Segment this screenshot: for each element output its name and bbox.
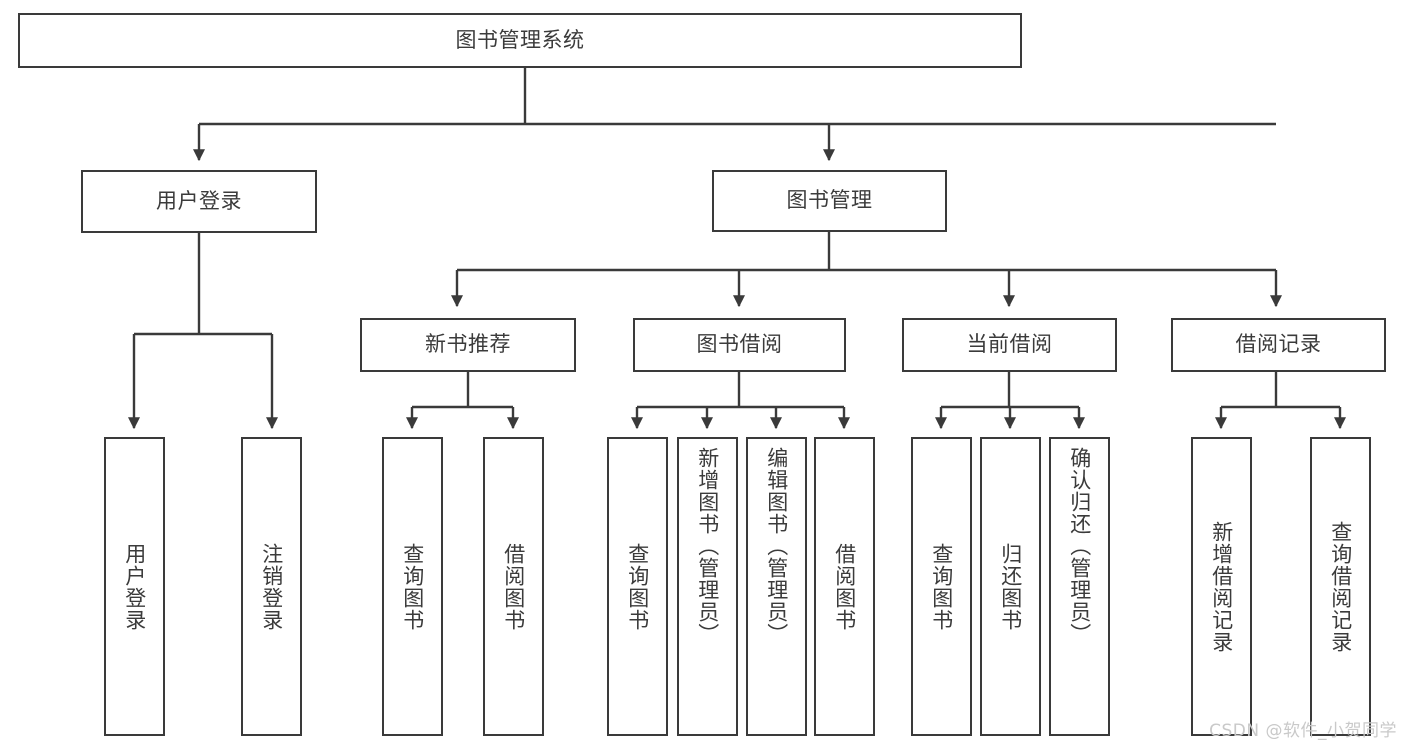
node-new-book-recommend-label: 新书推荐 [425,332,511,357]
node-book-borrow[interactable]: 图书借阅 [633,318,846,372]
leaf-query-book-1-label: 查询图书 [400,542,425,631]
leaf-query-book-1[interactable]: 查询图书 [382,437,443,736]
leaf-confirm-return-admin-label: 确认归还（管理员） [1067,447,1092,645]
leaf-confirm-return-admin[interactable]: 确认归还（管理员） [1049,437,1110,736]
leaf-borrow-book-1[interactable]: 借阅图书 [483,437,544,736]
root-node[interactable]: 图书管理系统 [18,13,1022,68]
leaf-user-login-label: 用户登录 [122,542,147,631]
node-new-book-recommend[interactable]: 新书推荐 [360,318,576,372]
leaf-query-book-3[interactable]: 查询图书 [911,437,972,736]
node-user-login[interactable]: 用户登录 [81,170,317,233]
node-user-login-label: 用户登录 [156,188,242,213]
node-current-borrow-label: 当前借阅 [966,332,1053,357]
leaf-query-borrow-record-label: 查询借阅记录 [1328,520,1353,653]
leaf-borrow-book-2-label: 借阅图书 [832,542,857,631]
root-node-label: 图书管理系统 [455,27,585,52]
leaf-borrow-book-2[interactable]: 借阅图书 [814,437,875,736]
node-book-management-label: 图书管理 [786,188,873,213]
leaf-add-borrow-record[interactable]: 新增借阅记录 [1191,437,1252,736]
leaf-edit-book-admin-label: 编辑图书（管理员） [764,447,789,645]
leaf-add-book-admin-label: 新增图书（管理员） [695,447,720,645]
leaf-return-book-label: 归还图书 [998,542,1023,631]
node-current-borrow[interactable]: 当前借阅 [902,318,1117,372]
leaf-add-borrow-record-label: 新增借阅记录 [1209,520,1234,653]
leaf-query-borrow-record[interactable]: 查询借阅记录 [1310,437,1371,736]
leaf-add-book-admin[interactable]: 新增图书（管理员） [677,437,738,736]
leaf-borrow-book-1-label: 借阅图书 [501,542,526,631]
leaf-logout-label: 注销登录 [259,542,284,631]
leaf-edit-book-admin[interactable]: 编辑图书（管理员） [746,437,807,736]
node-book-management[interactable]: 图书管理 [712,170,947,232]
node-borrow-record[interactable]: 借阅记录 [1171,318,1386,372]
leaf-user-login[interactable]: 用户登录 [104,437,165,736]
leaf-query-book-3-label: 查询图书 [929,542,954,631]
leaf-query-book-2[interactable]: 查询图书 [607,437,668,736]
node-borrow-record-label: 借阅记录 [1235,332,1322,357]
node-book-borrow-label: 图书借阅 [696,332,783,357]
leaf-return-book[interactable]: 归还图书 [980,437,1041,736]
csdn-watermark: CSDN @软件_小贺同学 [1209,721,1397,741]
leaf-logout[interactable]: 注销登录 [241,437,302,736]
leaf-query-book-2-label: 查询图书 [625,542,650,631]
